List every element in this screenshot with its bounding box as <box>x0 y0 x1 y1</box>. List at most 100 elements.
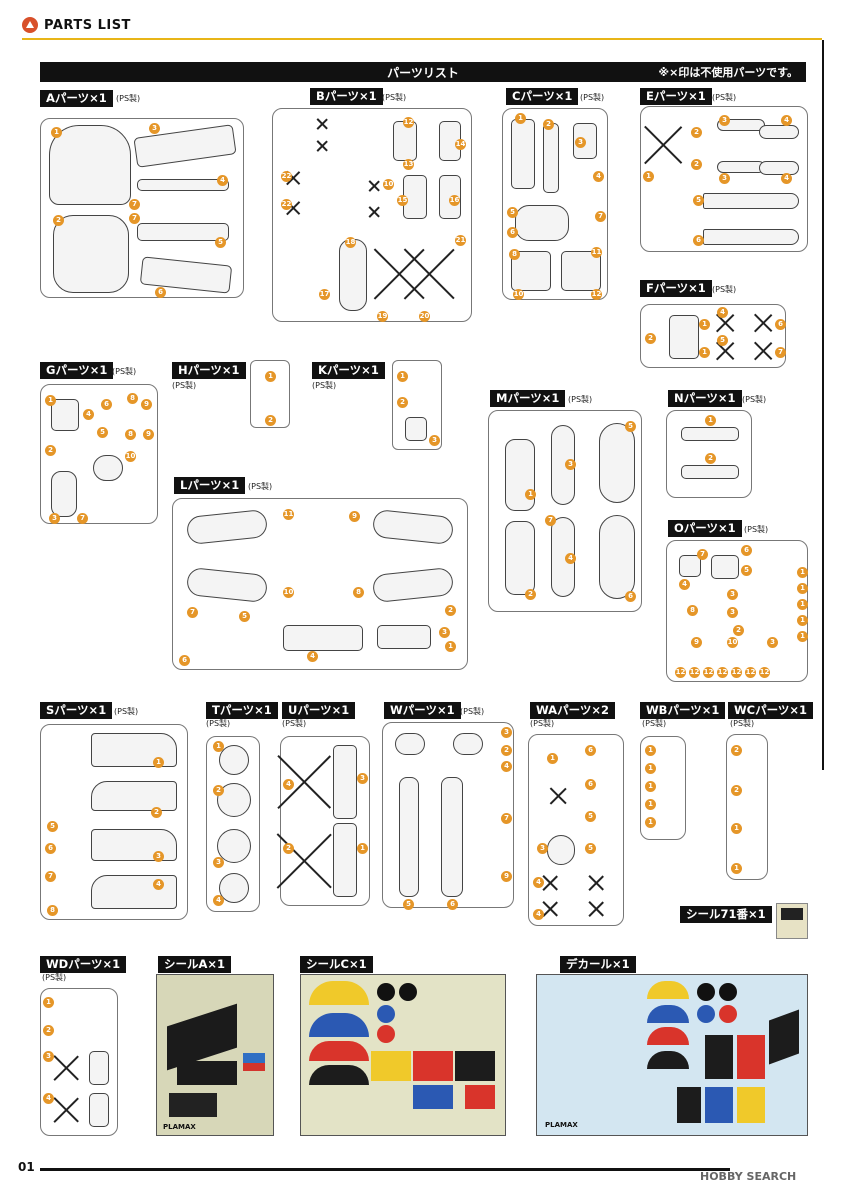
part-number-badge: 1 <box>265 371 276 382</box>
sprue-A: 1 2 3 4 5 6 7 7 <box>40 118 244 298</box>
section-G-label: Gパーツ×1 <box>40 362 114 379</box>
part-number-badge: 1 <box>45 395 56 406</box>
part-number-badge: 3 <box>537 843 548 854</box>
part-number-badge: 10 <box>283 587 294 598</box>
sprue-B: 22 22 12 14 13 10 15 16 18 21 17 19 20 <box>272 108 472 322</box>
unused-x-mark <box>315 117 329 131</box>
header-divider <box>22 38 822 40</box>
section-F-label: Fパーツ×1 <box>640 280 712 297</box>
section-WB-label: WBパーツ×1 <box>640 702 726 719</box>
watermark: HOBBY SEARCH <box>700 1170 797 1183</box>
seal-C-red-panel <box>309 1041 369 1061</box>
part-number-badge: 18 <box>345 237 356 248</box>
part-number-badge: 8 <box>47 905 58 916</box>
part-number-badge: 7 <box>545 515 556 526</box>
part-N1 <box>681 427 739 441</box>
part-number-badge: 9 <box>349 511 360 522</box>
unused-x-mark <box>749 339 777 363</box>
part-number-badge: 7 <box>775 347 786 358</box>
part-number-badge: 1 <box>515 113 526 124</box>
decal-blue-panel <box>647 1005 689 1023</box>
part-number-badge: 1 <box>547 753 558 764</box>
seal-71-label: シール71番×1 <box>680 906 772 923</box>
skull-emblem-icon <box>719 983 737 1001</box>
decal-red-panel <box>737 1035 765 1079</box>
section-C-label: Cパーツ×1 <box>506 88 579 105</box>
part-number-badge: 3 <box>49 513 60 524</box>
unused-x-mark <box>649 119 677 171</box>
page-header: PARTS LIST <box>22 14 131 36</box>
part-number-badge: 6 <box>45 843 56 854</box>
section-A-label: Aパーツ×1 <box>40 90 113 107</box>
part-number-badge: 2 <box>731 785 742 796</box>
part-A1 <box>49 125 131 205</box>
part-number-badge: 11 <box>283 509 294 520</box>
part-number-badge: 16 <box>449 195 460 206</box>
seal-C-sheet <box>300 974 506 1136</box>
part-number-badge: 4 <box>43 1093 54 1104</box>
material-label: (PS製) <box>116 94 141 103</box>
part-F-frame <box>669 315 699 359</box>
part-number-badge: 5 <box>741 565 752 576</box>
part-number-badge: 9 <box>141 399 152 410</box>
decal-black-panel <box>769 1009 799 1065</box>
part-number-badge: 12 <box>675 667 686 678</box>
part-number-badge: 5 <box>585 811 596 822</box>
part-G1 <box>51 399 79 431</box>
part-number-badge: 2 <box>213 785 224 796</box>
sprue-O: 7 6 5 4 3 3 8 2 1 1 1 1 1 9 10 3 12 12 1… <box>666 540 808 682</box>
part-A6 <box>139 256 233 294</box>
sprue-K: 1 2 3 <box>392 360 442 450</box>
part-number-badge: 5 <box>403 899 414 910</box>
part-number-badge: 9 <box>501 871 512 882</box>
part-M1 <box>505 439 535 511</box>
part-number-badge: 1 <box>645 781 656 792</box>
skull-emblem-icon <box>377 1025 395 1043</box>
section-U-label: Uパーツ×1 <box>282 702 356 719</box>
parts-list-title-bar: パーツリスト ※×印は不使用パーツです。 <box>40 62 806 82</box>
material-label: (PS製) <box>282 719 307 728</box>
part-number-badge: 9 <box>691 637 702 648</box>
part-number-badge: 7 <box>697 549 708 560</box>
part-number-badge: 3 <box>727 607 738 618</box>
part-number-badge: 14 <box>455 139 466 150</box>
part-number-badge: 1 <box>525 489 536 500</box>
part-number-badge: 8 <box>125 429 136 440</box>
part-number-badge: 1 <box>645 745 656 756</box>
sprue-WB: 1 1 1 1 1 <box>640 736 686 840</box>
part-number-badge: 2 <box>543 119 554 130</box>
part-O6 <box>711 555 739 579</box>
part-S4 <box>91 875 177 909</box>
part-number-badge: 1 <box>357 843 368 854</box>
material-label: (PS製) <box>42 973 67 982</box>
seal-C-black-panel <box>309 1065 369 1085</box>
material-label: (PS製) <box>530 719 555 728</box>
part-number-badge: 7 <box>129 199 140 210</box>
part-number-badge: 12 <box>731 667 742 678</box>
part-number-badge: 8 <box>687 605 698 616</box>
unused-x-mark <box>53 1093 79 1127</box>
seal-A-sheet: PLAMAX <box>156 974 274 1136</box>
part-L3 <box>377 625 431 649</box>
section-S-label: Sパーツ×1 <box>40 702 113 719</box>
part-number-badge: 1 <box>797 615 808 626</box>
part-number-badge: 1 <box>643 171 654 182</box>
part-M2 <box>505 521 535 595</box>
material-label: (PS製) <box>460 707 485 716</box>
skull-emblem-icon <box>697 983 715 1001</box>
unused-parts-note: ※×印は不使用パーツです。 <box>658 66 798 79</box>
part-number-badge: 5 <box>97 427 108 438</box>
part-A2 <box>53 215 129 293</box>
decal-brand: PLAMAX <box>545 1121 578 1129</box>
section-WD-label: WDパーツ×1 <box>40 956 127 973</box>
part-E5 <box>703 193 799 209</box>
section-L-label: Lパーツ×1 <box>174 477 246 494</box>
part-number-badge: 20 <box>419 311 430 322</box>
part-O7 <box>679 555 701 577</box>
part-number-badge: 1 <box>153 757 164 768</box>
part-number-badge: 2 <box>733 625 744 636</box>
part-number-badge: 12 <box>759 667 770 678</box>
decal-black-panel <box>705 1035 733 1079</box>
sprue-WC: 2 2 1 1 <box>726 734 768 880</box>
part-T3 <box>217 829 251 863</box>
